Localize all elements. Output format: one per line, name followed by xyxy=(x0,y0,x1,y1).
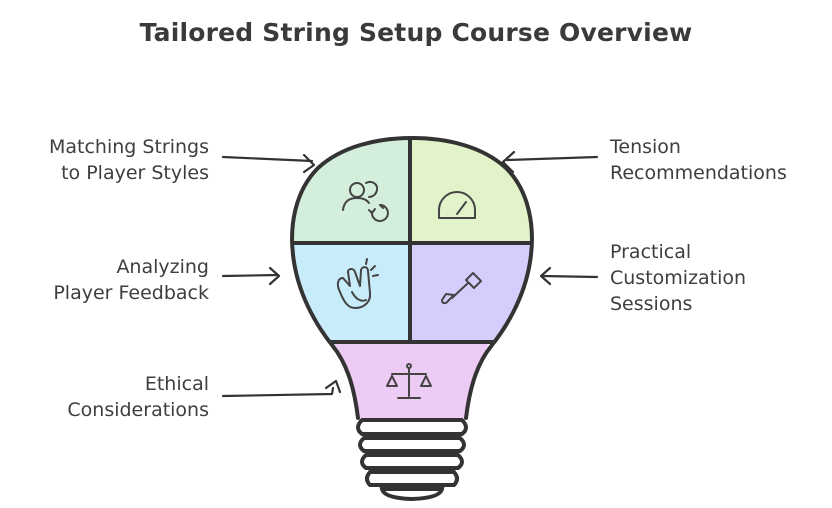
arrow-matching xyxy=(221,153,316,174)
label-tension-recommendations: Tension Recommendations xyxy=(610,136,787,184)
segment-fill-matching xyxy=(292,138,410,243)
label-practical-customization: Practical Customization Sessions xyxy=(610,241,747,315)
arrow-customization xyxy=(539,266,599,286)
segment-fill-feedback xyxy=(292,243,410,342)
bulb-base xyxy=(356,418,468,502)
segment-fill-tension xyxy=(410,138,532,243)
label-matching-strings: Matching Strings to Player Styles xyxy=(49,136,209,184)
label-analyzing-feedback: Analyzing Player Feedback xyxy=(53,256,209,304)
arrow-tension xyxy=(501,150,599,174)
clapping-hands-icon xyxy=(336,258,379,309)
arrow-ethical xyxy=(221,379,342,398)
segment-fill-ethical xyxy=(332,342,490,418)
segment-fill-customization xyxy=(410,243,532,342)
diagram-title: Tailored String Setup Course Overview xyxy=(139,18,693,47)
label-ethical-considerations: Ethical Considerations xyxy=(67,373,209,421)
users-sync-icon xyxy=(342,180,389,222)
screwdriver-icon xyxy=(441,272,482,305)
gauge-icon xyxy=(438,191,476,219)
arrow-feedback xyxy=(221,266,281,286)
scales-icon xyxy=(386,363,432,399)
bulb-outline xyxy=(290,136,534,420)
